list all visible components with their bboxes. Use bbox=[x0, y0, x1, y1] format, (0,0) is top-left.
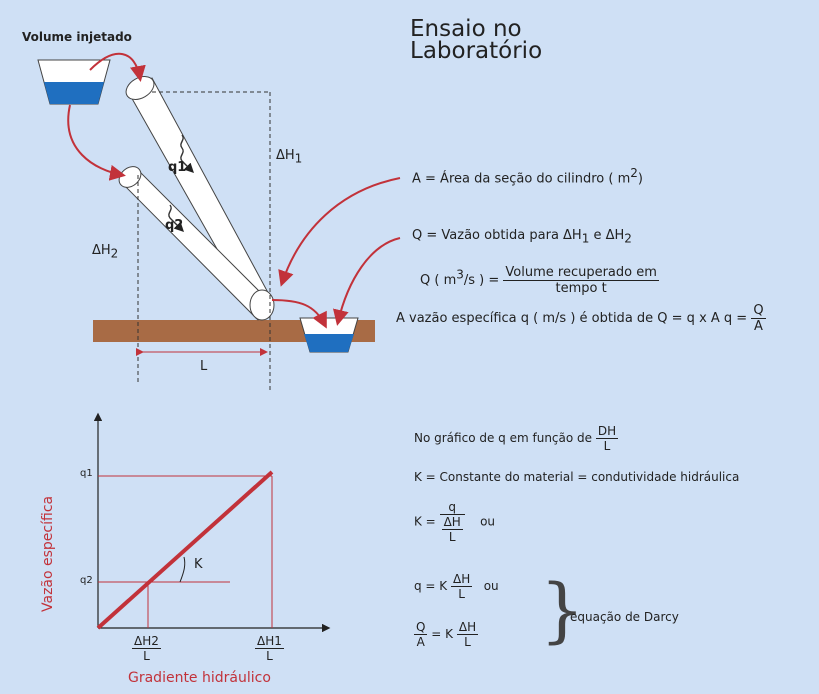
cylinder-outlet bbox=[249, 289, 275, 321]
graph-K-label: K bbox=[194, 557, 203, 572]
delta-h2-label: ΔH2 bbox=[92, 243, 119, 261]
eq-flow: Q = Vazão obtida para ΔH1 e ΔH2 bbox=[412, 228, 632, 246]
collection-bucket bbox=[299, 317, 359, 353]
eq-specific-flow: A vazão específica q ( m/s ) é obtida de… bbox=[396, 303, 766, 334]
squiggles bbox=[168, 134, 194, 232]
graph bbox=[93, 412, 331, 633]
q2-label: q2 bbox=[165, 218, 184, 233]
graph-q2-tick: q2 bbox=[80, 575, 93, 586]
graph-x-axis-label: Gradiente hidráulico bbox=[128, 670, 271, 686]
K-angle-arc bbox=[179, 556, 186, 583]
graph-guides bbox=[98, 475, 273, 628]
q1-label: q1 bbox=[168, 160, 187, 175]
page-title: Ensaio no Laboratório bbox=[410, 16, 543, 64]
delta-h1-label: ΔH1 bbox=[276, 148, 303, 166]
darcy-brace: } bbox=[540, 569, 585, 651]
injection-bucket bbox=[37, 59, 111, 105]
graph-y-axis-label: Vazão específica bbox=[40, 495, 56, 612]
eq-area: A = Área da seção do cilindro ( m2) bbox=[412, 166, 643, 187]
darcy-label: equação de Darcy bbox=[570, 610, 679, 624]
graph-q1-tick: q1 bbox=[80, 468, 93, 479]
volume-injected-label: Volume injetado bbox=[22, 30, 132, 44]
note-K-definition: K = Constante do material = condutividad… bbox=[414, 470, 740, 484]
L-label: L bbox=[200, 359, 208, 374]
flow-arrows bbox=[67, 52, 401, 329]
graph-line-K bbox=[96, 470, 274, 630]
